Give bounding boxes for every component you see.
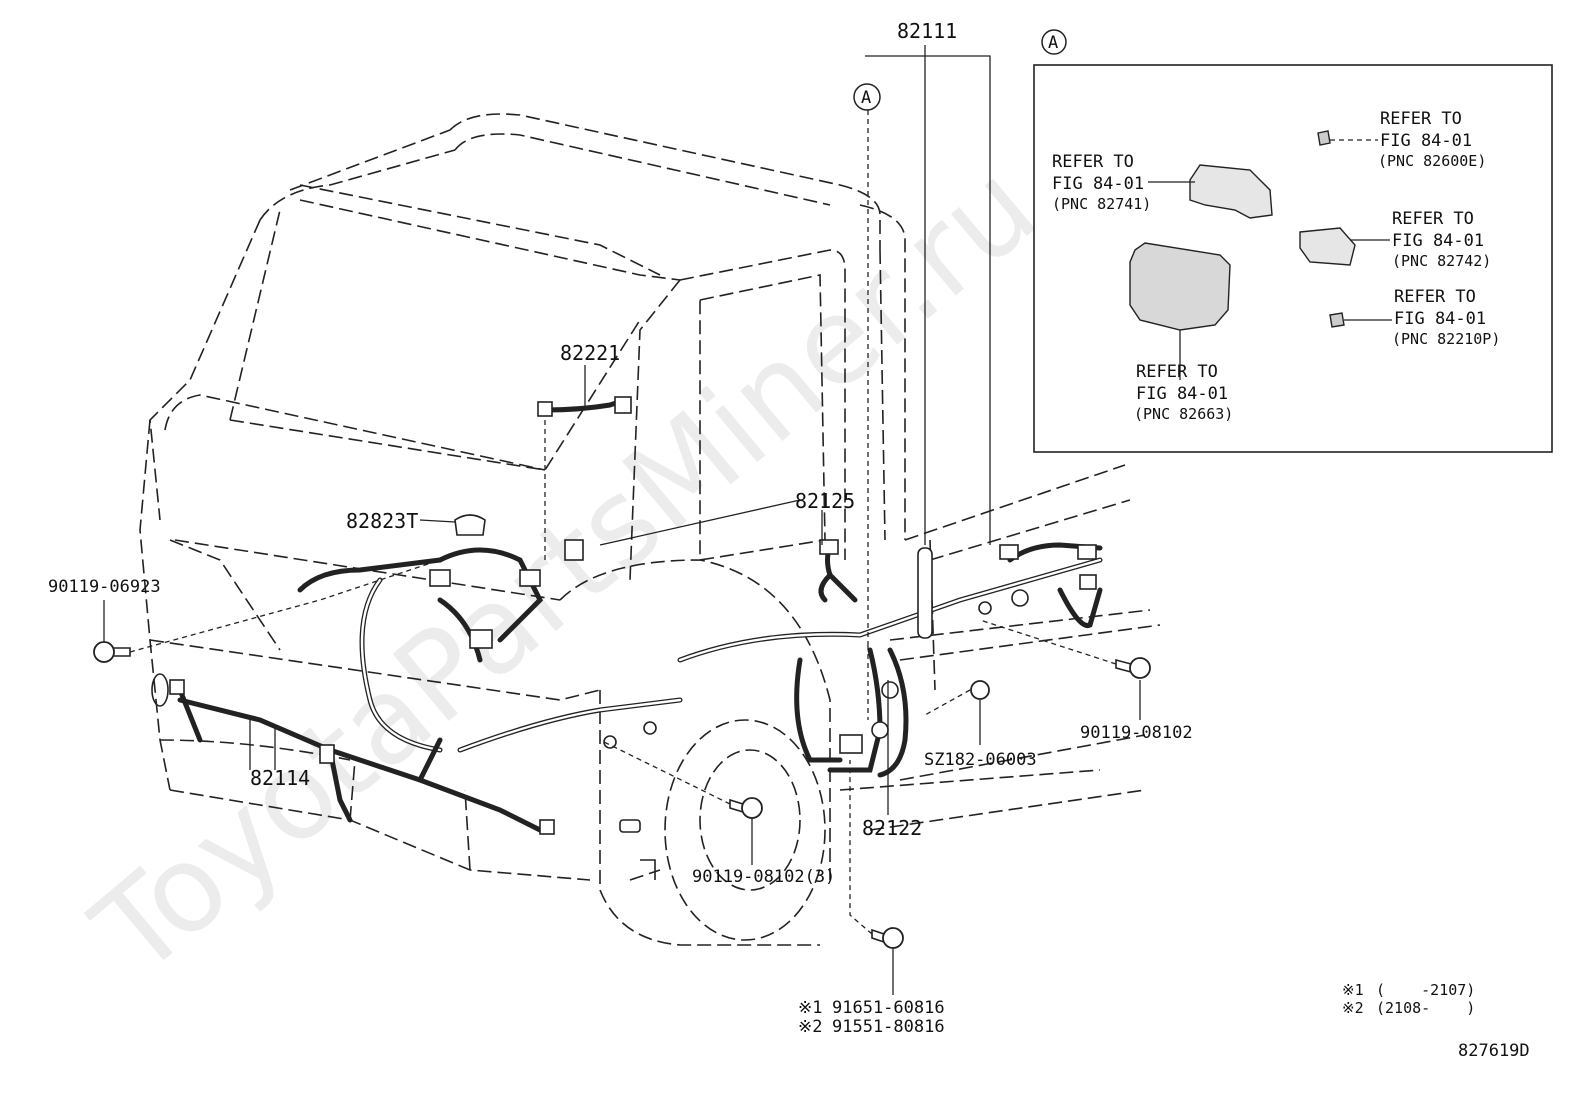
ref-82663-line3: (PNC 82663): [1134, 405, 1233, 423]
wire-harness-assembly: [169, 396, 1103, 835]
ref-82663-line2: FIG 84-01: [1136, 384, 1228, 404]
view-marker-circle: [853, 83, 881, 111]
label-82111: 82111: [897, 19, 957, 43]
clamp-icon: [970, 680, 990, 700]
legend-range-2: (2108- ): [1376, 999, 1475, 1017]
bolt-icon-right: [1115, 657, 1151, 679]
bolt-icon-bottom: [871, 927, 904, 949]
inset-detail-a: A REFER TO FIG 84-01 (PNC 82600E) REFER …: [1033, 29, 1553, 453]
alt-mark-1: ※1: [798, 998, 822, 1018]
bolt-icon-wheel: [729, 797, 763, 819]
bolt-icon-left: [93, 641, 131, 663]
alt-mark-2: ※2: [798, 1017, 822, 1037]
ref-82741-line1: REFER TO: [1052, 152, 1134, 172]
figure-code: 827619D: [1458, 1041, 1530, 1061]
view-marker-label: A: [861, 88, 871, 108]
label-82823T: 82823T: [346, 509, 418, 533]
ref-82600E-line1: REFER TO: [1380, 109, 1462, 129]
inset-marker-circle: [1041, 29, 1067, 55]
label-90119-06923: 90119-06923: [48, 577, 161, 597]
legend: ※1 ( -2107) ※2 (2108- ): [1342, 981, 1475, 1017]
legend-mark-1: ※1: [1342, 981, 1364, 999]
ref-82210P-line1: REFER TO: [1394, 287, 1476, 307]
ref-82210P-line2: FIG 84-01: [1394, 309, 1486, 329]
truck-cab-outline: [139, 113, 1161, 946]
callout-labels: 82111 82221 82823T 82125 90119-06923 901…: [48, 19, 1193, 1037]
legend-mark-2: ※2: [1342, 999, 1364, 1017]
label-82122: 82122: [862, 816, 922, 840]
inset-frame: [1033, 64, 1553, 453]
inset-marker-label: A: [1048, 33, 1058, 53]
ref-82600E-line2: FIG 84-01: [1380, 131, 1472, 151]
label-91551-80816: 91551-80816: [832, 1017, 945, 1037]
label-82125: 82125: [795, 489, 855, 513]
watermark-text: ToyotaPartsMiner.ru: [69, 138, 1063, 1003]
ref-82600E-line3: (PNC 82600E): [1378, 152, 1486, 170]
ref-82210P-line3: (PNC 82210P): [1392, 330, 1500, 348]
legend-range-1: ( -2107): [1376, 981, 1475, 999]
label-82221: 82221: [560, 341, 620, 365]
label-91651-60816: 91651-60816: [832, 998, 945, 1018]
ref-82741-line2: FIG 84-01: [1052, 174, 1144, 194]
leader-lines: [103, 45, 1141, 995]
ref-82741-line3: (PNC 82741): [1052, 195, 1151, 213]
label-SZ182-06003: SZ182-06003: [924, 750, 1037, 770]
ref-82663-line1: REFER TO: [1136, 362, 1218, 382]
ref-82742-line2: FIG 84-01: [1392, 231, 1484, 251]
ref-82742-line3: (PNC 82742): [1392, 252, 1491, 270]
label-90119-08102: 90119-08102: [1080, 723, 1193, 743]
label-90119-08102-3: 90119-08102(3): [692, 867, 835, 887]
label-82114: 82114: [250, 766, 310, 790]
ref-82742-line1: REFER TO: [1392, 209, 1474, 229]
